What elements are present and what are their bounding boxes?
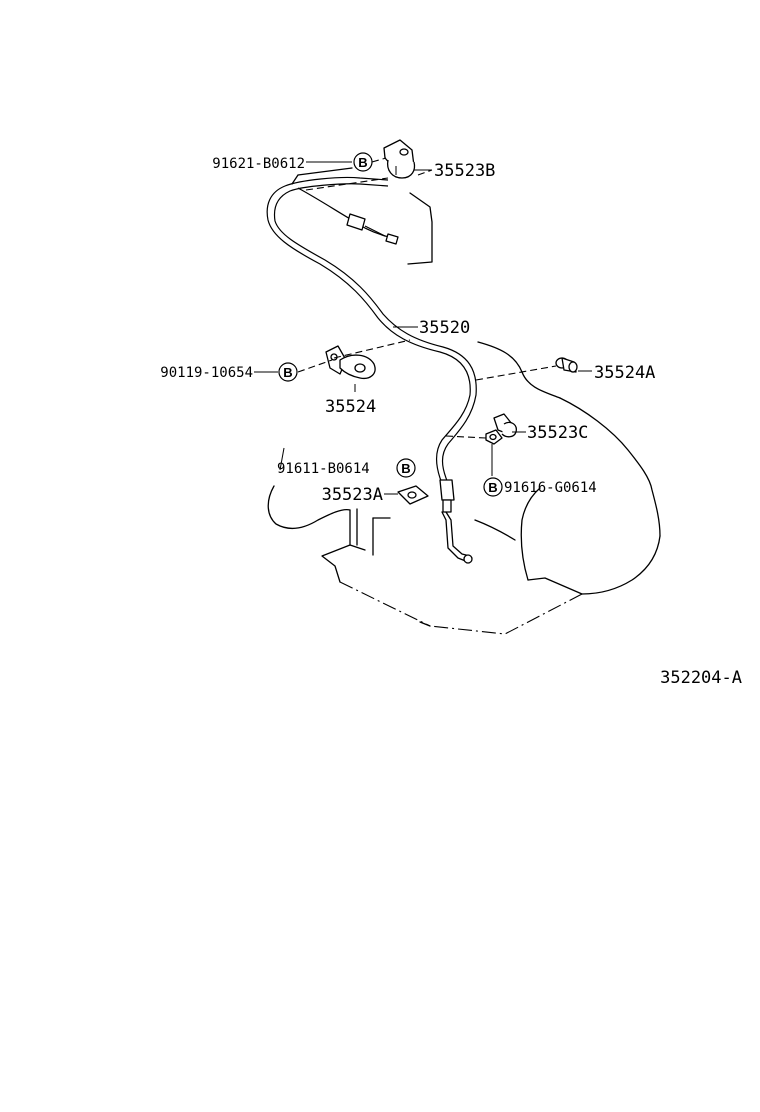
diagram-code: 352204-A [660, 668, 742, 688]
grommet-35524a-shape [555, 357, 578, 373]
label-clamp-35523b: 35523B [434, 161, 495, 181]
label-clamp-35523a: 35523A [322, 485, 383, 505]
label-clamp-35523c: 35523C [527, 423, 588, 443]
label-grommet-35524a: 35524A [594, 363, 655, 383]
label-bracket-35524: 35524 [325, 397, 376, 417]
svg-text:B: B [358, 155, 367, 170]
transmission-housing [267, 341, 661, 635]
label-bolt-bracket: 90119-10654 [160, 365, 253, 381]
upper-body-panel [291, 167, 433, 265]
clamp-35523b-shape [383, 139, 416, 179]
bolt-symbol-upper: B [353, 152, 373, 172]
label-bolt-middle: 91616-G0614 [504, 480, 597, 496]
clamp-35523c-shape [485, 413, 517, 445]
clamp-35523a-shape [397, 485, 429, 505]
bolt-symbol-middle: B [483, 477, 503, 497]
bolt-symbol-bracket: B [278, 362, 298, 382]
transmission-cable [266, 176, 477, 564]
bracket-35524-shape [325, 345, 376, 380]
label-bolt-lower: 91611-B0614 [277, 461, 370, 477]
bolt-symbol-lower: B [396, 458, 416, 478]
leader-lines [254, 157, 592, 495]
label-bolt-upper: 91621-B0612 [212, 156, 305, 172]
svg-text:B: B [488, 480, 497, 495]
label-cable-35520: 35520 [419, 318, 470, 338]
svg-text:B: B [283, 365, 292, 380]
svg-text:B: B [401, 461, 410, 476]
